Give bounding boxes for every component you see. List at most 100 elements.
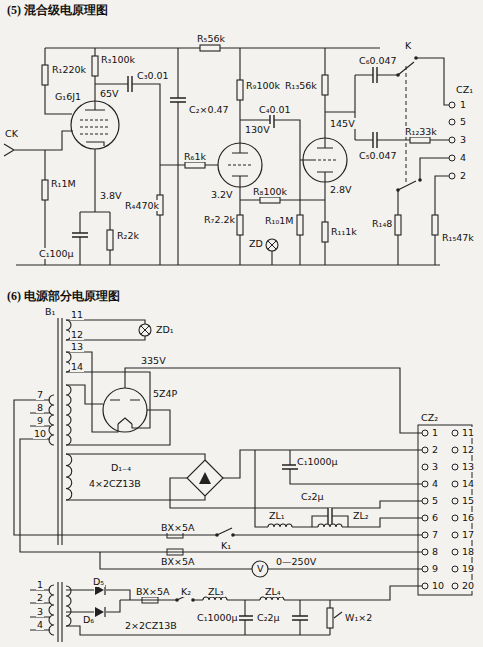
part-label: 3 [36,606,44,617]
pin-circle [452,532,458,538]
lamp-symbol [266,239,278,251]
part-label: C₂×0.47 [188,104,230,115]
part-label: R₃100k [100,54,136,65]
part-label: 1 [36,579,44,590]
part-label: C₄0.01 [258,104,292,115]
part-label: D₅ [92,576,105,587]
part-label: 12 [461,444,475,455]
pin-circle [422,515,428,521]
schematic-stroke [396,188,400,192]
resistor-symbol [432,215,438,235]
part-label: R₂2k [116,230,140,241]
wire-line [16,58,449,265]
capacitor-symbol [237,616,253,620]
tube-grid [80,120,110,134]
capacitor-symbol [328,508,332,524]
pin-circle [422,481,428,487]
part-label: 20 [461,580,475,591]
part-label: 13 [70,341,84,352]
top-circuit [4,45,455,265]
capacitor-symbol [373,132,377,148]
pin-circle [452,430,458,436]
part-label: 0—250V [275,556,317,567]
switch-symbol [215,526,235,537]
wire-line [14,400,422,569]
part-label: ZL₃ [207,586,225,597]
part-label: 12 [70,329,84,340]
tube-grid [228,165,252,166]
part-label: D₆ [82,614,95,625]
part-label: 4 [36,619,44,630]
resistor-symbol [92,56,98,76]
part-label: 2 [459,170,467,181]
part-label: ZL₁ [268,510,286,521]
schematic-stroke [396,73,400,77]
resistor-symbol [237,215,243,235]
part-label: 19 [461,563,475,574]
part-label: R₇2.2k [203,214,236,225]
part-label: R₅56k [196,33,226,44]
part-label: 4 [431,478,439,489]
part-label: 17 [461,529,475,540]
part-label: R₁220k [51,64,87,75]
part-label: 5 [431,495,439,506]
pin-symbol [449,119,455,125]
resistor-symbol [395,215,401,235]
part-label: B₁ [44,306,56,317]
part-label: 8 [36,402,44,413]
part-label: 4 [459,152,467,163]
part-label: 1 [459,99,467,110]
resistor-symbol [185,162,205,168]
part-label: 2 [36,592,44,603]
part-label: K [404,40,412,51]
part-label: CZ₁ [455,84,474,95]
capacitor-symbol [170,98,186,102]
part-label: C₁1000μ [296,456,339,467]
pin-symbol [449,137,455,143]
schematic-stroke [199,472,211,484]
pin-symbol [449,173,455,179]
part-label: 14 [70,361,84,372]
part-label: C₁100μ [38,248,75,259]
part-label: R₁₁1k [330,226,358,237]
pin-symbol [449,102,455,108]
tube-grid [313,160,337,161]
schematic-stroke [418,178,422,182]
part-label: R₁₃56k [284,80,318,91]
part-label: 10 [33,428,47,439]
part-label: R₁₂33k [404,126,438,137]
pin-circle [452,583,458,589]
part-label: 10 [431,580,445,591]
pin-circle [422,447,428,453]
part-label: W₁×2 [344,612,373,623]
part-label: 2 [431,444,439,455]
part-label: ZL₂ [352,510,370,521]
part-label: 2×2CZ13B [124,620,178,631]
capacitor-symbol [72,233,88,237]
tube-envelope [218,143,262,187]
wire-line [66,586,422,635]
cz2-pins [422,430,458,589]
lamp-symbol [139,324,151,336]
part-label: 8 [431,546,439,557]
pin-circle [452,498,458,504]
pin-circle [452,481,458,487]
part-label: 11 [70,309,84,320]
fuse-symbol [142,597,158,603]
part-label: 65V [99,88,120,99]
part-label: 7 [36,389,44,400]
pin-circle [452,464,458,470]
resistor-symbol [42,65,48,85]
pin-circle [422,498,428,504]
diode-symbol [94,606,106,618]
part-label: 18 [461,546,475,557]
part-label: G₁6J1 [54,91,82,102]
part-label: 7 [431,529,439,540]
power-supply [14,318,472,642]
resistor-symbol [297,215,303,235]
capacitor-symbol [373,67,377,83]
section-heading: (6) 电源部分电原理图 [6,289,121,303]
pin-circle [452,549,458,555]
tube-envelope [303,138,347,182]
capacitor-symbol [292,616,308,620]
